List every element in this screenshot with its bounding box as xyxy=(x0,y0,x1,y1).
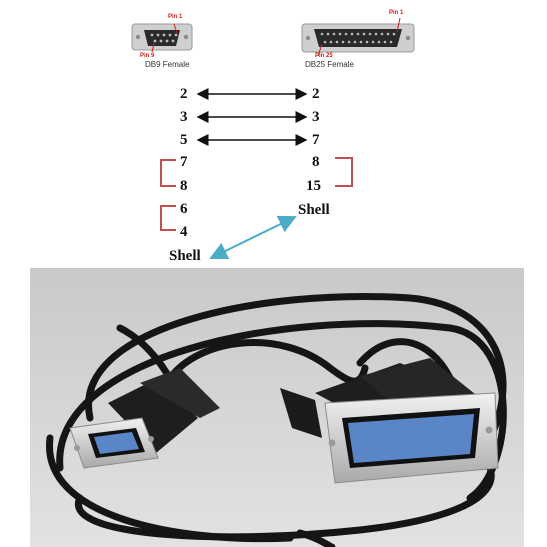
db25-pin-dot xyxy=(353,40,357,44)
db25-pin-dot xyxy=(374,32,378,36)
pin-left-7: 7 xyxy=(180,154,188,170)
pin-left-5: 5 xyxy=(180,132,188,148)
pin-left-3: 3 xyxy=(180,109,188,125)
db9-pin9-label: Pin 9 xyxy=(140,53,155,59)
db25-connector-label: DB25 Female xyxy=(305,60,354,69)
pin-left-4: 4 xyxy=(180,224,188,240)
db25-pin-dot xyxy=(365,40,369,44)
db25-pin-dot xyxy=(362,32,366,36)
db25-pin-dot xyxy=(383,40,387,44)
wiring-diagram xyxy=(160,88,353,260)
db25-pin-dot xyxy=(323,40,327,44)
shell-right-label: Shell xyxy=(298,202,330,218)
pin-right-7: 7 xyxy=(312,132,320,148)
db25-pin1-label: Pin 1 xyxy=(389,10,404,16)
loopback-bracket-8-15 xyxy=(335,157,353,187)
db9-connector-icon xyxy=(69,368,220,469)
db25-pin-dot xyxy=(329,40,333,44)
db25-pin-dot xyxy=(371,40,375,44)
pin-left-2: 2 xyxy=(180,86,188,102)
db25-pin-dot xyxy=(392,32,396,36)
shell-arrow xyxy=(209,215,297,260)
db25-pin-dot xyxy=(389,40,393,44)
pin-right-8: 8 xyxy=(312,154,320,170)
db25-pin-dot xyxy=(341,40,345,44)
db25-pin-dot xyxy=(344,32,348,36)
cable-coil xyxy=(46,293,507,547)
db25-pin-dot xyxy=(335,40,339,44)
pin-right-15: 15 xyxy=(306,178,321,194)
db25-pin-dot xyxy=(359,40,363,44)
db25-connector-figure xyxy=(300,12,420,66)
db9-connector-figure xyxy=(130,14,200,64)
pin-left-6: 6 xyxy=(180,201,188,217)
pin-left-8: 8 xyxy=(180,178,188,194)
pin-right-2: 2 xyxy=(312,86,320,102)
db25-pin-dot xyxy=(386,32,390,36)
loopback-bracket-7-8 xyxy=(160,159,176,187)
db25-pin-dot xyxy=(377,40,381,44)
db25-pin-dot xyxy=(380,32,384,36)
db25-pin-dot xyxy=(326,32,330,36)
db25-pin-dot xyxy=(320,32,324,36)
pin-right-3: 3 xyxy=(312,109,320,125)
db9-connector-label: DB9 Female xyxy=(145,60,190,69)
db9-connector-icon xyxy=(131,23,193,53)
loopback-bracket-6-4 xyxy=(160,205,176,231)
db25-pin-dot xyxy=(338,32,342,36)
shell-left-label: Shell xyxy=(169,248,201,264)
db25-pin-dot xyxy=(332,32,336,36)
db25-pin-dot xyxy=(356,32,360,36)
db9-pin1-label: Pin 1 xyxy=(168,14,183,20)
db25-pin-dot xyxy=(368,32,372,36)
db25-connector-icon xyxy=(301,17,415,57)
db25-pin-dot xyxy=(350,32,354,36)
cable-photo xyxy=(30,268,524,547)
db25-pin-dot xyxy=(347,40,351,44)
db25-connector-icon xyxy=(280,358,499,484)
db25-pin25-label: Pin 25 xyxy=(315,53,333,59)
